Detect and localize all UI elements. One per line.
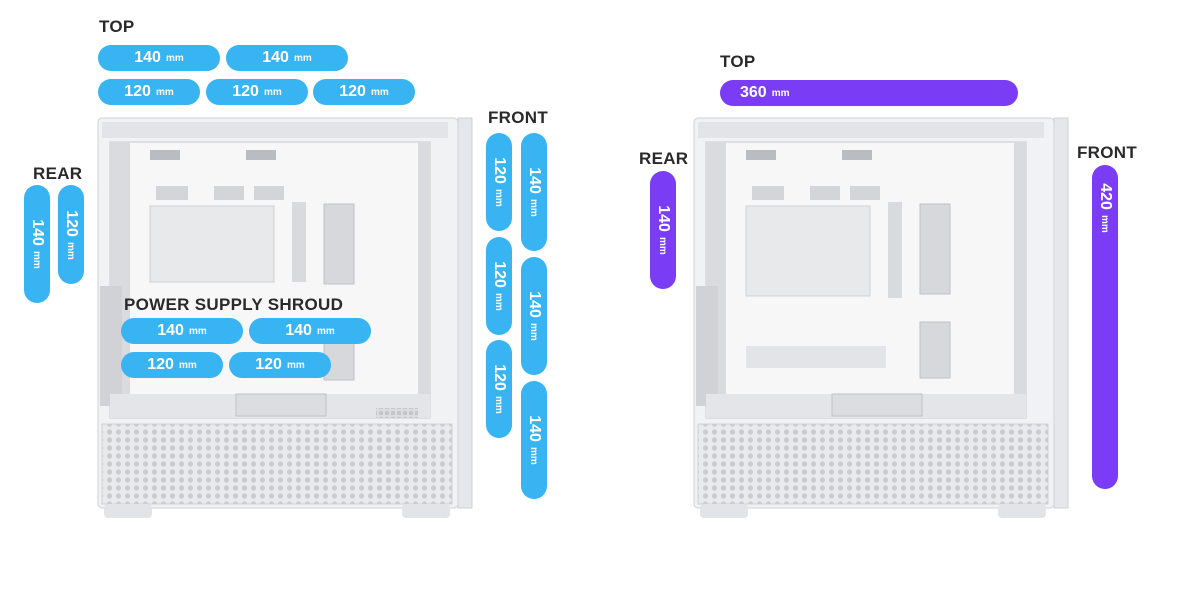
liquid-front-label: FRONT (1077, 143, 1138, 162)
case-illustration-air (97, 117, 473, 518)
air-front-label: FRONT (488, 108, 549, 127)
liquid-top-label: TOP (720, 52, 756, 71)
liquid-rear-label: REAR (639, 149, 689, 168)
case-illustration-liquid (693, 117, 1069, 518)
air-rear-label: REAR (33, 164, 83, 183)
air-psu-shroud-label: POWER SUPPLY SHROUD (124, 295, 344, 314)
air-top-label: TOP (99, 17, 135, 36)
